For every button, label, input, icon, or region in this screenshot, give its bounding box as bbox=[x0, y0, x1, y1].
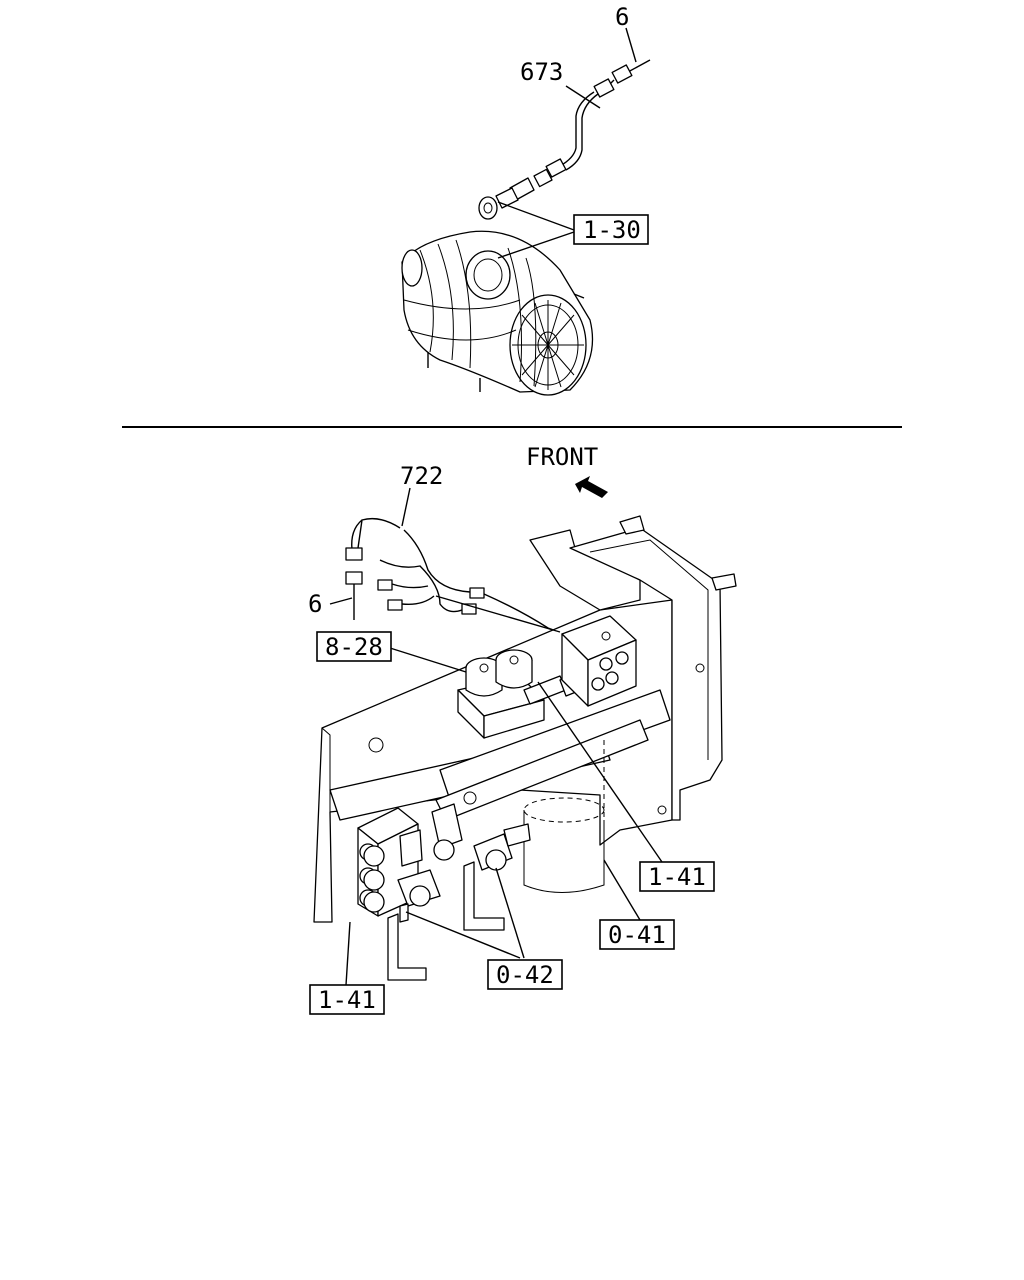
svg-text:6: 6 bbox=[615, 3, 629, 31]
svg-text:722: 722 bbox=[400, 462, 443, 490]
svg-text:673: 673 bbox=[520, 58, 563, 86]
svg-text:6: 6 bbox=[308, 590, 322, 618]
callout-0-42: 0-42 bbox=[487, 959, 563, 990]
top-assembly: 6 673 1-30 bbox=[401, 3, 651, 396]
valve-block-left bbox=[357, 803, 463, 917]
callout-722: 722 bbox=[400, 462, 443, 490]
callout-1-41-right: 1-41 bbox=[639, 861, 715, 892]
callout-8-28: 8-28 bbox=[316, 631, 392, 662]
svg-text:0-42: 0-42 bbox=[496, 961, 554, 989]
svg-text:1-30: 1-30 bbox=[583, 216, 641, 244]
svg-text:FRONT: FRONT bbox=[526, 443, 598, 471]
svg-text:8-28: 8-28 bbox=[325, 633, 383, 661]
callout-6-bottom: 6 bbox=[308, 590, 322, 618]
sensor-cable-673 bbox=[478, 59, 651, 220]
valve-block-8-28 bbox=[457, 649, 597, 739]
callout-673: 673 bbox=[520, 58, 563, 86]
front-indicator: FRONT bbox=[526, 443, 608, 498]
callout-6-top: 6 bbox=[615, 3, 629, 31]
valve-block-right bbox=[561, 615, 637, 707]
wiring-harness-722 bbox=[345, 517, 571, 637]
front-arrow-icon bbox=[575, 476, 608, 498]
svg-text:1-41: 1-41 bbox=[648, 863, 706, 891]
callout-1-41-left: 1-41 bbox=[309, 984, 385, 1015]
svg-text:0-41: 0-41 bbox=[608, 921, 666, 949]
svg-text:1-41: 1-41 bbox=[318, 986, 376, 1014]
lower-brackets bbox=[387, 823, 531, 981]
callout-1-30: 1-30 bbox=[573, 214, 649, 245]
air-cleaner bbox=[401, 230, 594, 396]
callout-0-41: 0-41 bbox=[599, 919, 675, 950]
tank-cylinder bbox=[523, 740, 605, 893]
bottom-assembly: FRONT bbox=[308, 443, 737, 1015]
